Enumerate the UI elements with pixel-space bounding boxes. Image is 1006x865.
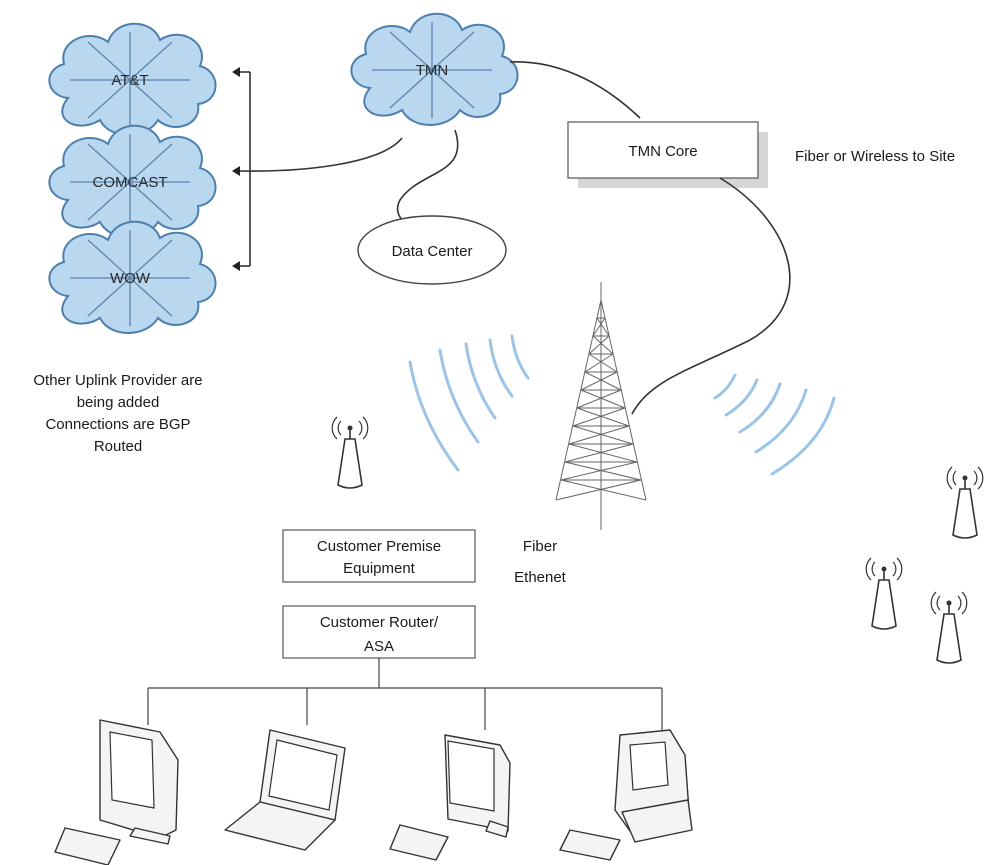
fiber-wireless-label: Fiber or Wireless to Site: [795, 148, 955, 165]
cloud-label-tmn: TMN: [416, 62, 449, 79]
uplink-bracket: [232, 67, 403, 271]
tmn-core-label: TMN Core: [628, 143, 697, 160]
wireless-access-point-icon: [331, 416, 369, 489]
router-label-line1: Customer Router/: [320, 614, 439, 631]
uplink-note: Other Uplink Provider are being added Co…: [33, 372, 202, 455]
arrow-icon: [232, 67, 240, 77]
laptop-icon: [224, 729, 346, 851]
tmn-to-core-line: [509, 61, 641, 119]
wireless-access-point-icon: [930, 591, 968, 664]
data-center-node: Data Center: [357, 215, 507, 285]
cell-tower-icon: [555, 282, 647, 530]
router-label-line2: ASA: [364, 638, 394, 655]
core-to-tower-line: [631, 177, 791, 415]
svg-text:Ethenet: Ethenet: [514, 569, 567, 586]
desktop-computer-icon: [389, 734, 511, 861]
lan-tree: [147, 658, 663, 730]
wireless-access-point-icon: [865, 557, 903, 630]
svg-text:Connections are BGP: Connections are BGP: [45, 416, 190, 433]
desktop-computer-icon: [559, 729, 693, 861]
arrow-icon: [232, 261, 240, 271]
tmn-core-node: TMN Core: [567, 121, 768, 188]
arrow-icon: [232, 166, 240, 176]
wireless-waves-right: [713, 373, 836, 476]
svg-text:Fiber: Fiber: [523, 538, 557, 555]
cloud-label-att: AT&T: [111, 72, 148, 89]
wireless-waves-left: [408, 334, 530, 472]
cloud-comcast: COMCAST: [48, 124, 217, 238]
svg-text:being added: being added: [77, 394, 160, 411]
wireless-access-point-icon: [946, 466, 984, 539]
cloud-tmn: TMN: [350, 12, 519, 126]
desktop-computer-icon: [54, 719, 179, 865]
data-center-label: Data Center: [392, 243, 473, 260]
cloud-label-wow: WOW: [110, 270, 151, 287]
cloud-att: AT&T: [48, 22, 217, 136]
cloud-label-comcast: COMCAST: [93, 174, 168, 191]
router-node: Customer Router/ ASA: [282, 605, 476, 659]
cpe-node: Customer Premise Equipment: [282, 529, 476, 583]
svg-text:Routed: Routed: [94, 438, 142, 455]
cloud-wow: WOW: [48, 220, 217, 334]
fiber-ethernet-label: Fiber Ethenet: [514, 538, 567, 586]
cpe-label-line1: Customer Premise: [317, 538, 441, 555]
tmn-to-uplink-line: [239, 137, 403, 172]
cpe-label-line2: Equipment: [343, 560, 416, 577]
svg-text:Other Uplink Provider are: Other Uplink Provider are: [33, 372, 202, 389]
